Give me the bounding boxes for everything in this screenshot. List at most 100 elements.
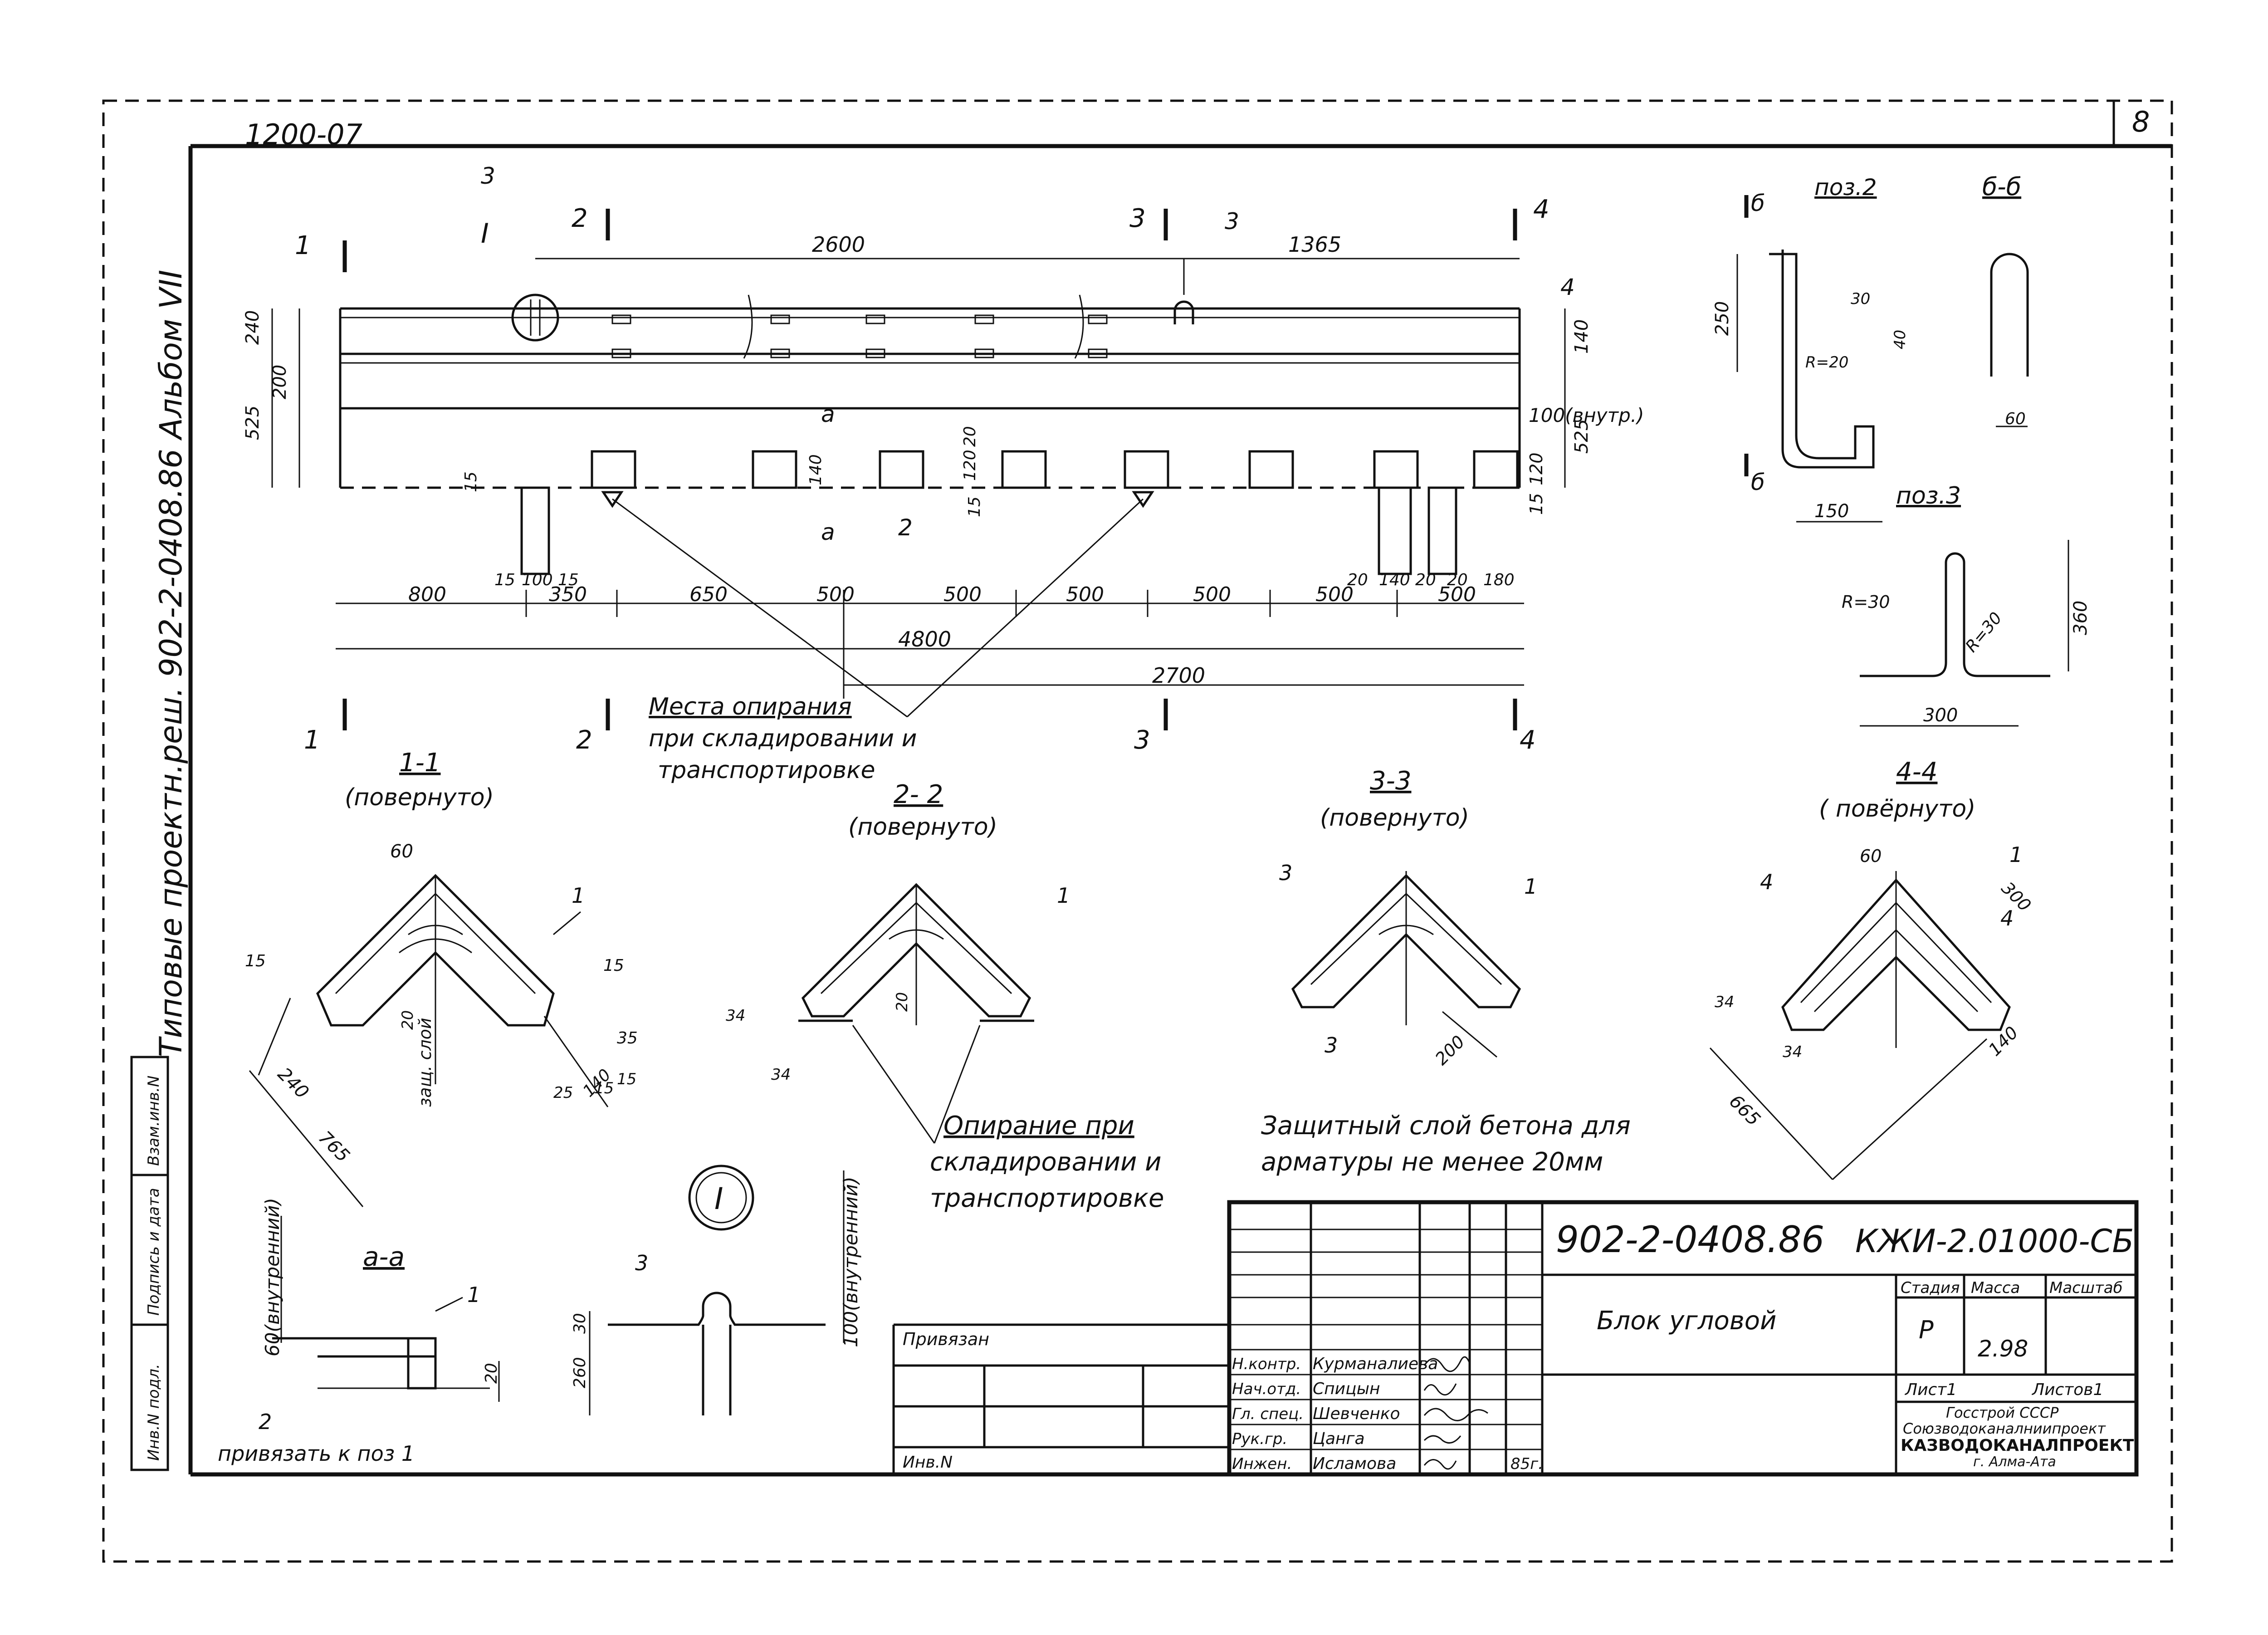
title-name: Блок угловой xyxy=(1597,1306,1776,1336)
detail-I-mark: I xyxy=(714,1181,723,1216)
pos2-detail xyxy=(1736,195,1882,523)
section-mark-2-top: 2 xyxy=(572,204,588,233)
position-mark-3-left: 3 xyxy=(481,163,495,189)
support-note-line2: при складировании и xyxy=(649,725,917,752)
detail-I-dim-260: 260 xyxy=(571,1357,589,1388)
section-2-2-title: 2- 2 xyxy=(894,780,943,809)
sheet-frame xyxy=(102,99,2173,1563)
person-3: Шевченко xyxy=(1313,1405,1400,1423)
aa-note: привязать к поз 1 xyxy=(218,1441,415,1466)
title-drawing-code: КЖИ-2.01000-СБ xyxy=(1855,1223,2134,1260)
s33-mark-3-top: 3 xyxy=(1279,861,1292,885)
org-line1: Госстрой СССР xyxy=(1946,1404,2059,1421)
detail-I-mark-3: 3 xyxy=(635,1251,648,1275)
section-2-2 xyxy=(798,883,1034,1144)
person-5: Исламова xyxy=(1313,1454,1396,1473)
title-block xyxy=(892,1200,2139,1477)
org-line3: КАЗВОДОКАНАЛПРОЕКТ xyxy=(1901,1436,2134,1455)
aa-dim-20: 20 xyxy=(482,1363,501,1384)
s44-dim-60: 60 xyxy=(1860,846,1882,866)
dim-15-right: 15 xyxy=(1526,493,1546,515)
s44-mark-1: 1 xyxy=(2009,842,2023,867)
title-bound-label: Привязан xyxy=(903,1329,989,1349)
role-glspec: Гл. спец. xyxy=(1232,1405,1304,1423)
section-1-1 xyxy=(249,874,609,1207)
s44-dim-34a: 34 xyxy=(1715,993,1734,1011)
s11-cover-layer: защ. слой xyxy=(415,1018,435,1107)
role-inzhen: Инжен. xyxy=(1232,1455,1292,1473)
dim-200: 200 xyxy=(269,365,290,399)
person-1: Курманалиева xyxy=(1313,1355,1438,1373)
section-4-4 xyxy=(1709,871,2011,1180)
title-inv-label: Инв.N xyxy=(903,1453,953,1472)
detail-I-side-label: 100(внутренний) xyxy=(840,1177,862,1347)
bb-title: б-б xyxy=(1982,172,2021,201)
pos3-dim-360: 360 xyxy=(2070,601,2091,635)
section-a-a xyxy=(272,1216,500,1402)
s33-mark-1: 1 xyxy=(1524,874,1537,899)
pos2-dim-r20: R=20 xyxy=(1805,353,1848,372)
person-2: Спицын xyxy=(1313,1380,1380,1398)
sections-support-note-line1: Опирание при xyxy=(943,1111,1134,1141)
s11-dim-20: 20 xyxy=(399,1010,417,1030)
cover-note-line2: арматуры не менее 20мм xyxy=(1261,1147,1603,1177)
s11-dim-15d: 15 xyxy=(617,1070,636,1088)
s33-dim-200: 200 xyxy=(1431,1032,1468,1069)
stage-header: Стадия xyxy=(1901,1279,1960,1297)
sheet-number: 8 xyxy=(2132,105,2150,138)
dim-4800: 4800 xyxy=(898,627,951,651)
dim-left-15: 15 xyxy=(462,471,480,492)
dim-120-right: 120 xyxy=(1526,452,1546,485)
dim-leg-100: 100 xyxy=(522,571,553,589)
title-doc-code: 902-2-0408.86 xyxy=(1556,1219,1824,1261)
person-4: Цанга xyxy=(1313,1429,1365,1448)
section-mark-1-bottom: 1 xyxy=(304,725,320,755)
side-stamp-cell-sign: Подпись и дата xyxy=(145,1188,163,1316)
dim-800: 800 xyxy=(408,583,446,606)
section-mark-3-bottom: 3 xyxy=(1134,725,1150,755)
s44-dim-140: 140 xyxy=(1984,1023,2022,1060)
pos3-dim-300: 300 xyxy=(1923,705,1958,726)
section-1-1-title: 1-1 xyxy=(399,748,440,778)
aa-mark-2: 2 xyxy=(259,1410,272,1434)
s44-mark-4-left: 4 xyxy=(1760,870,1773,894)
section-mark-1-top: 1 xyxy=(295,231,311,260)
dim-1365: 1365 xyxy=(1288,232,1341,257)
bb-dim-60: 60 xyxy=(2005,410,2026,428)
section-3-3 xyxy=(1291,871,1521,1058)
s11-mark-1: 1 xyxy=(572,883,585,908)
dim-500-f: 500 xyxy=(1438,583,1476,606)
cut-mark-a-top: а xyxy=(821,401,835,427)
s44-dim-34b: 34 xyxy=(1783,1043,1802,1061)
dim-500-c: 500 xyxy=(1066,583,1104,606)
pos2-cut-mark-bottom: б xyxy=(1751,469,1765,495)
dim-350: 350 xyxy=(549,583,587,606)
cover-note-line1: Защитный слой бетона для xyxy=(1261,1111,1631,1141)
sheets-label: Листов1 xyxy=(2031,1380,2103,1399)
dim-500-e: 500 xyxy=(1315,583,1354,606)
cut-mark-a-bottom: а xyxy=(821,519,835,545)
s11-dim-15b: 15 xyxy=(603,956,624,975)
side-stamp xyxy=(130,1056,169,1471)
pos3-title: поз.3 xyxy=(1896,482,1961,509)
signatures xyxy=(1423,1356,1488,1470)
s11-dim-25: 25 xyxy=(553,1084,573,1102)
vertical-title: Типовые проектн.реш. 902-2-0408.86 Альбо… xyxy=(153,270,189,1057)
s33-mark-3-bottom: 3 xyxy=(1325,1033,1338,1057)
pos3-detail xyxy=(1860,540,2069,727)
side-stamp-cell-replace: Взам.инв.N xyxy=(145,1076,163,1166)
stage-value: Р xyxy=(1919,1316,1934,1344)
section-mark-2-bottom: 2 xyxy=(576,725,592,755)
dim-2700: 2700 xyxy=(1152,663,1205,688)
elevation-view xyxy=(271,209,1566,730)
dim-leg-140: 140 xyxy=(1379,571,1410,589)
dim-240: 240 xyxy=(242,310,263,345)
dim-leg-20c: 20 xyxy=(1447,571,1468,589)
dim-525-left: 525 xyxy=(242,406,263,440)
s11-dim-60: 60 xyxy=(390,841,413,862)
section-3-3-sub: (повернуто) xyxy=(1320,804,1469,832)
s11-dim-15a: 15 xyxy=(245,952,266,970)
dim-525-right: 525 xyxy=(1571,419,1592,454)
section-1-1-sub: (повернуто) xyxy=(345,784,494,811)
